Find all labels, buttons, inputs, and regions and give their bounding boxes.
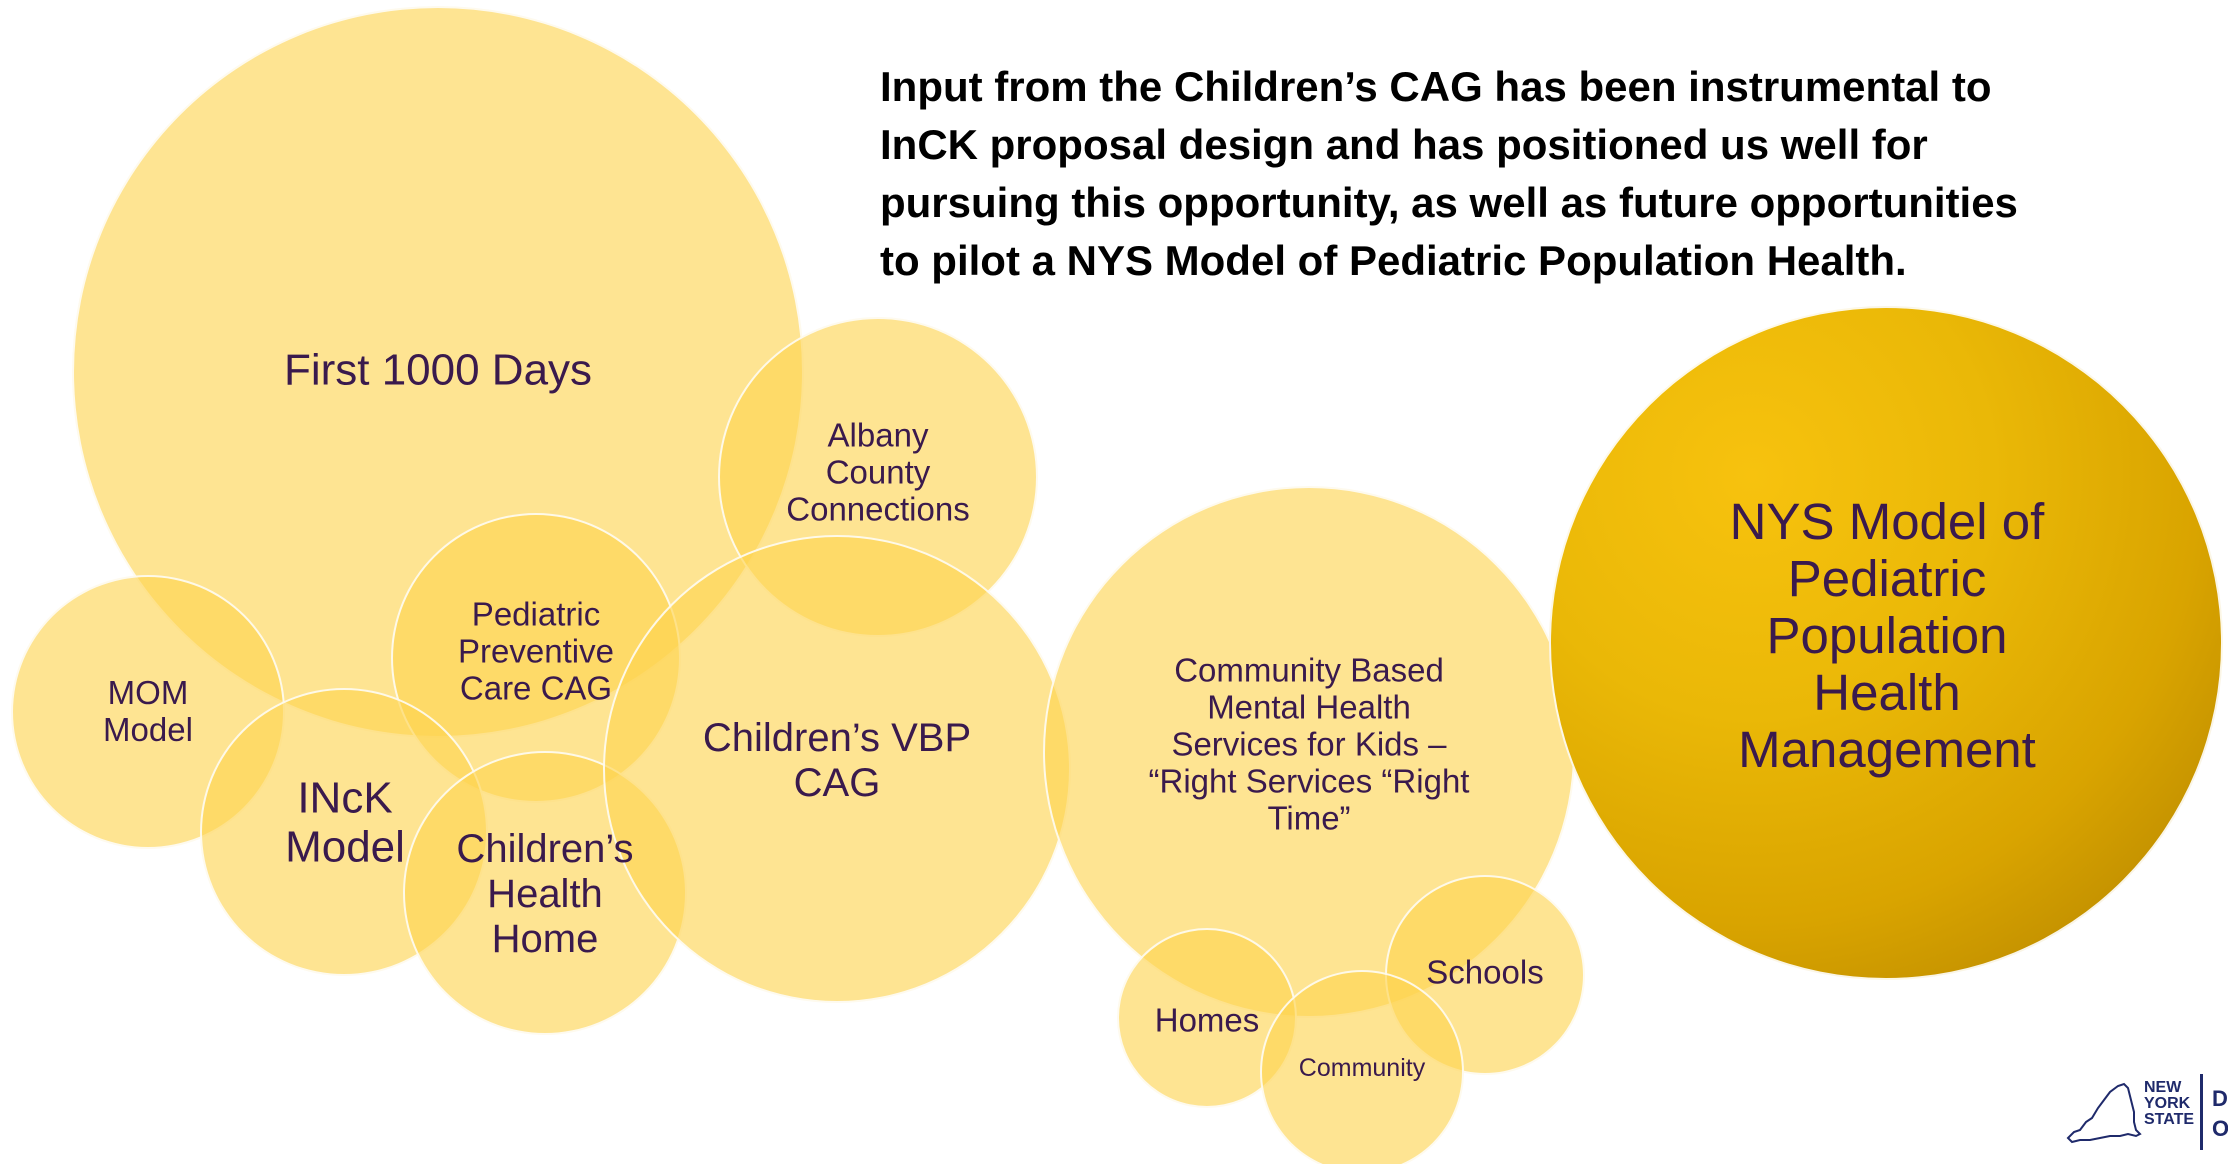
label-albany-county-connections: Albany County Connections xyxy=(786,416,970,528)
label-homes: Homes xyxy=(1154,1001,1260,1039)
label-inck-model: INcK Model xyxy=(285,773,405,872)
logo-department-letters: D O xyxy=(2212,1086,2228,1141)
logo-state-name: NEW YORK STATE xyxy=(2144,1079,2195,1128)
label-pediatric-preventive-care: Pediatric Preventive Care CAG xyxy=(458,595,614,707)
label-community-mental-health: Community Based Mental Health Services f… xyxy=(1148,651,1470,837)
label-childrens-vbp-cag: Children’s VBP CAG xyxy=(702,716,972,805)
label-childrens-health-home: Children’s Health Home xyxy=(456,826,634,961)
label-first-1000-days: First 1000 Days xyxy=(283,345,593,395)
nys-logo: NEW YORK STATE D O xyxy=(2062,1070,2228,1164)
label-schools: Schools xyxy=(1426,953,1544,991)
bubble-community xyxy=(1260,970,1464,1164)
label-community: Community xyxy=(1298,1054,1426,1082)
label-nys-model: NYS Model of Pediatric Population Health… xyxy=(1729,493,2045,779)
bubble-childrens-vbp-cag xyxy=(603,535,1071,1003)
new-york-state-outline-icon xyxy=(2066,1082,2142,1144)
bubble-nys-model xyxy=(1549,306,2223,980)
label-mom-model: MOM Model xyxy=(103,674,193,748)
headline-text: Input from the Children’s CAG has been i… xyxy=(880,63,2018,284)
logo-divider xyxy=(2200,1074,2203,1150)
